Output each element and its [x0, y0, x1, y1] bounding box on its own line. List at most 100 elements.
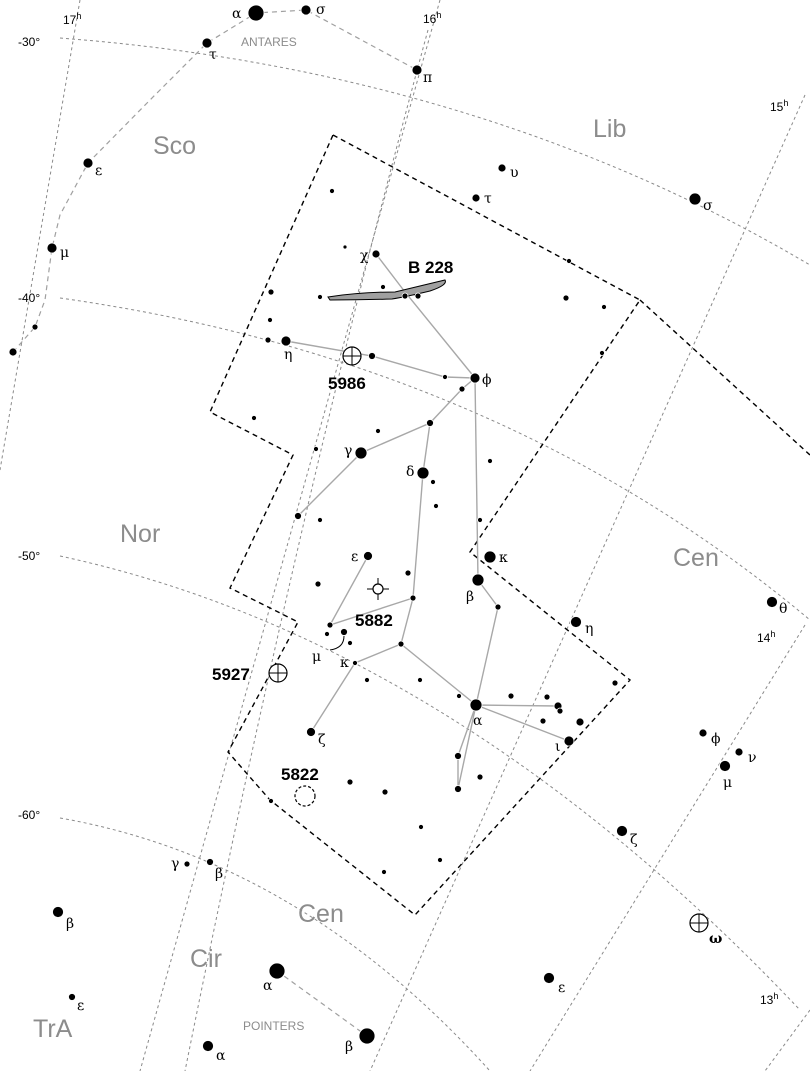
- star[interactable]: [543, 693, 551, 701]
- star-sco-alpha[interactable]: [247, 4, 265, 22]
- star[interactable]: [417, 677, 423, 683]
- star-lup-chi[interactable]: [371, 249, 381, 259]
- star[interactable]: [317, 294, 323, 300]
- star-cen-theta[interactable]: [766, 596, 778, 608]
- star[interactable]: [476, 773, 484, 781]
- star-nor-beta[interactable]: [206, 858, 214, 866]
- star[interactable]: [611, 679, 619, 687]
- star-sco-mu[interactable]: [46, 242, 58, 254]
- star[interactable]: [268, 798, 274, 804]
- star-lup-alpha[interactable]: [469, 698, 483, 712]
- star-lib-sigma[interactable]: [688, 192, 702, 206]
- star-lup-eta[interactable]: [280, 335, 292, 347]
- star[interactable]: [539, 717, 547, 725]
- star[interactable]: [401, 292, 409, 300]
- star[interactable]: [487, 458, 493, 464]
- star-nor-gamma[interactable]: [183, 860, 191, 868]
- star-sco-pi[interactable]: [411, 64, 423, 76]
- star[interactable]: [347, 640, 353, 646]
- star-lup-kappa2[interactable]: [352, 660, 358, 666]
- star-tra-alpha[interactable]: [202, 1040, 214, 1052]
- globular-cluster-5986-icon[interactable]: [342, 346, 362, 366]
- star-sco-sigma[interactable]: [300, 4, 312, 16]
- star-cen-mu[interactable]: [719, 760, 731, 772]
- star[interactable]: [414, 292, 422, 300]
- star[interactable]: [368, 352, 376, 360]
- star[interactable]: [375, 428, 381, 434]
- globular-cluster-5927-icon[interactable]: [268, 663, 288, 683]
- star[interactable]: [433, 503, 439, 509]
- star[interactable]: [380, 284, 386, 290]
- star[interactable]: [397, 640, 405, 648]
- star-lib-tau[interactable]: [471, 193, 481, 203]
- star[interactable]: [329, 188, 335, 194]
- star-lup-zeta[interactable]: [306, 727, 316, 737]
- star[interactable]: [601, 304, 607, 310]
- star-cen-kappa[interactable]: [483, 550, 497, 564]
- star[interactable]: [454, 785, 462, 793]
- dec-line-60: [59, 817, 491, 1071]
- star-tra-beta[interactable]: [52, 906, 64, 918]
- star-sco-tau[interactable]: [201, 37, 213, 49]
- star[interactable]: [31, 323, 39, 331]
- star[interactable]: [454, 752, 462, 760]
- star[interactable]: [418, 824, 424, 830]
- star-label-sco-tau: τ: [209, 47, 217, 63]
- star[interactable]: [346, 778, 354, 786]
- star-lup-gamma[interactable]: [354, 446, 368, 460]
- star-cen-epsilon[interactable]: [543, 972, 555, 984]
- star-lup-iota[interactable]: [563, 735, 575, 747]
- star[interactable]: [566, 258, 572, 264]
- star[interactable]: [599, 350, 605, 356]
- star[interactable]: [267, 317, 273, 323]
- dec-label-40: -40°: [18, 291, 40, 305]
- star-lup-delta[interactable]: [416, 466, 430, 480]
- star[interactable]: [251, 415, 257, 421]
- star[interactable]: [404, 569, 412, 577]
- star[interactable]: [294, 512, 302, 520]
- star[interactable]: [556, 707, 564, 715]
- star[interactable]: [409, 594, 417, 602]
- star[interactable]: [477, 517, 483, 523]
- globular-cluster-omega-icon[interactable]: [689, 913, 709, 933]
- star[interactable]: [381, 869, 387, 875]
- star-cen-beta[interactable]: [358, 1027, 376, 1045]
- star-lup-beta[interactable]: [471, 573, 485, 587]
- star-tra-epsilon[interactable]: [68, 993, 76, 1001]
- star[interactable]: [324, 631, 330, 637]
- open-cluster-5822-icon[interactable]: [294, 785, 316, 807]
- star-cen-nu[interactable]: [734, 747, 744, 757]
- star[interactable]: [456, 693, 462, 699]
- star[interactable]: [437, 857, 443, 863]
- star[interactable]: [507, 692, 515, 700]
- star[interactable]: [317, 517, 323, 523]
- star[interactable]: [430, 479, 436, 485]
- star-lup-phi[interactable]: [469, 372, 481, 384]
- star[interactable]: [264, 336, 272, 344]
- star-lup-epsilon[interactable]: [363, 551, 373, 561]
- star[interactable]: [381, 788, 389, 796]
- star[interactable]: [326, 621, 334, 629]
- star[interactable]: [458, 385, 466, 393]
- star-lib-upsilon[interactable]: [497, 163, 507, 173]
- star-cen-phi[interactable]: [698, 728, 708, 738]
- star[interactable]: [313, 446, 319, 452]
- star[interactable]: [340, 628, 348, 636]
- star[interactable]: [426, 419, 434, 427]
- star[interactable]: [562, 294, 570, 302]
- star[interactable]: [494, 603, 502, 611]
- star-cir-alpha[interactable]: [268, 962, 286, 980]
- star[interactable]: [267, 288, 275, 296]
- star[interactable]: [8, 347, 18, 357]
- star[interactable]: [575, 717, 585, 727]
- star-cen-eta[interactable]: [570, 616, 582, 628]
- ra-line-13h: [764, 1009, 810, 1071]
- star[interactable]: [364, 677, 370, 683]
- planetary-nebula-5882-icon[interactable]: [367, 578, 389, 600]
- ra-label-13h: 13h: [760, 991, 778, 1007]
- star[interactable]: [314, 580, 322, 588]
- star[interactable]: [342, 244, 348, 250]
- star-cen-zeta[interactable]: [616, 825, 628, 837]
- star[interactable]: [442, 374, 448, 380]
- star-sco-epsilon[interactable]: [82, 157, 94, 169]
